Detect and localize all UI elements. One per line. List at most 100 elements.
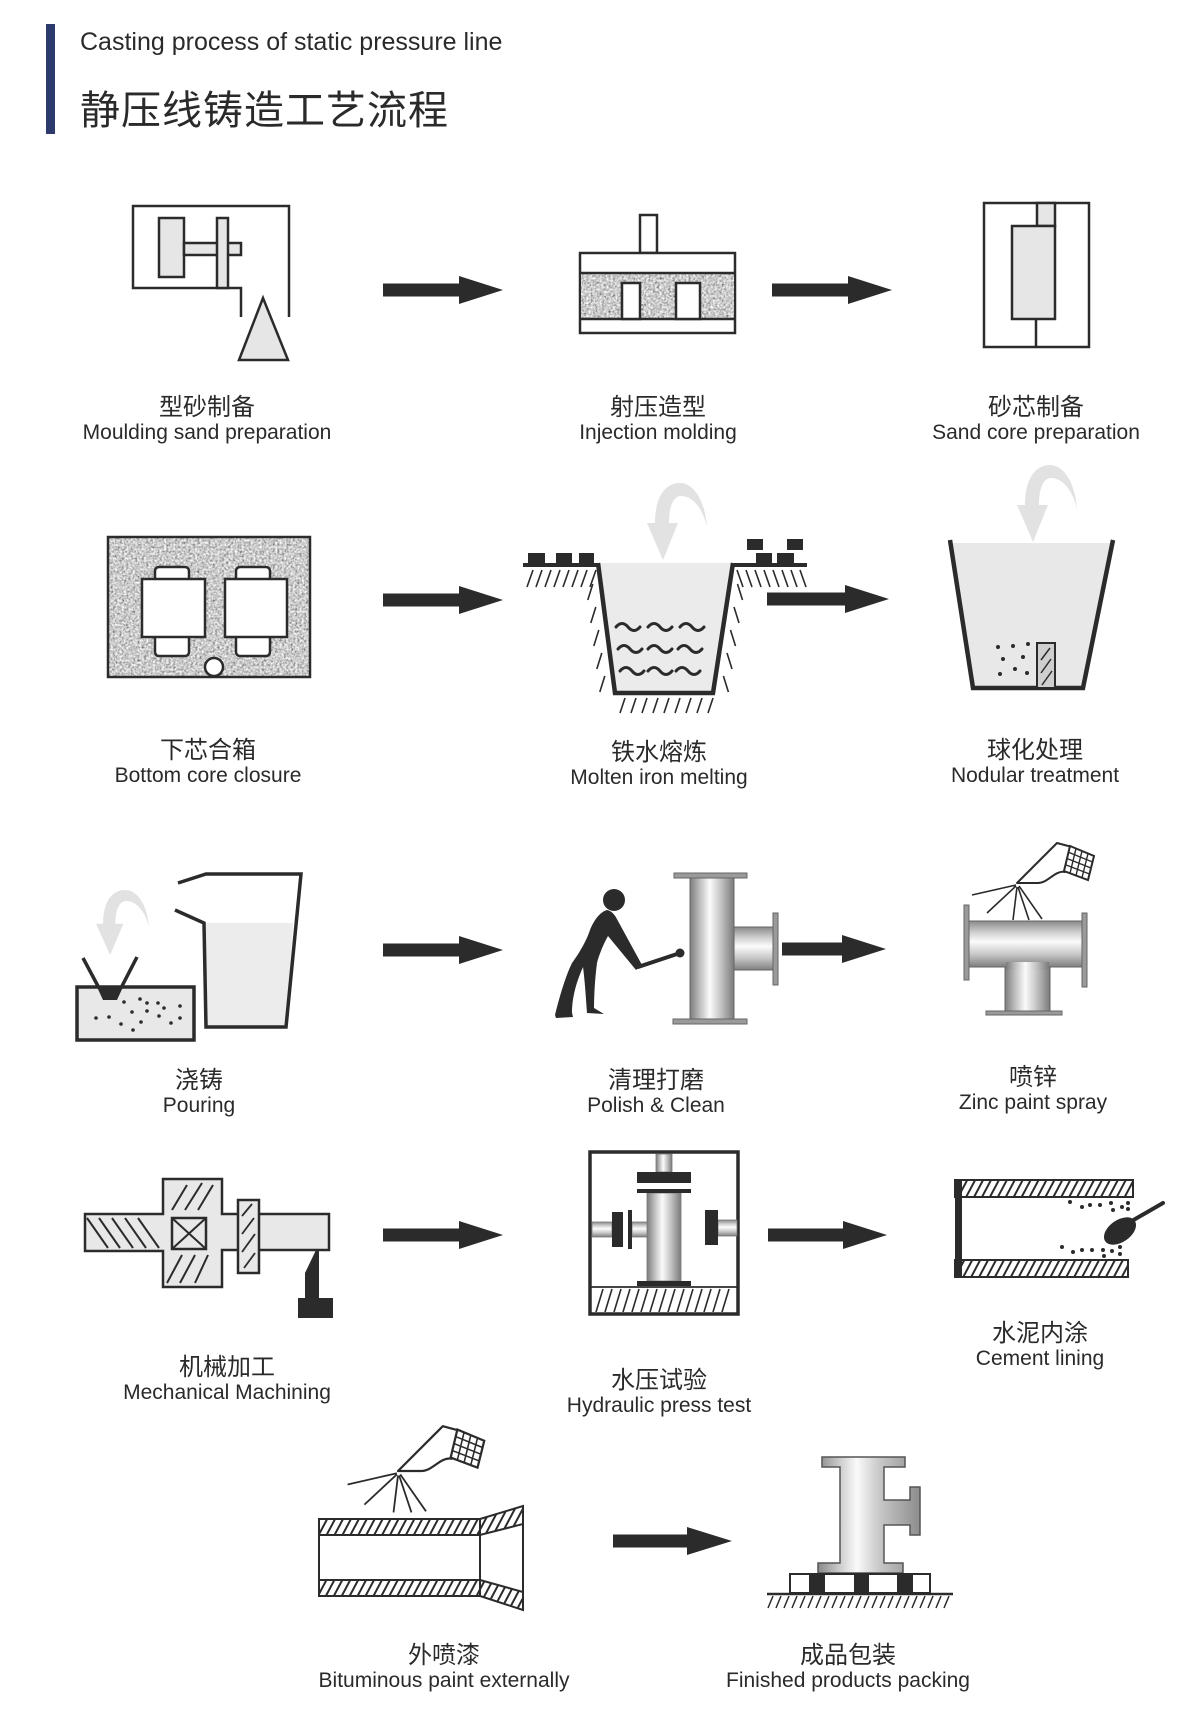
pattern-cavity	[674, 281, 702, 321]
mixer-frame	[131, 204, 291, 317]
step-title-en: Finished products packing	[726, 1669, 970, 1692]
spoon-handle	[1128, 1201, 1165, 1224]
ground-hatching	[767, 1595, 950, 1609]
hatching	[86, 1182, 214, 1284]
ground-hatching	[526, 569, 807, 714]
step-title-zh: 清理打磨	[608, 1066, 704, 1094]
pipe-bore	[318, 1534, 481, 1581]
spray-gun-pipe-icon	[318, 1425, 524, 1612]
mixer-plate	[215, 216, 230, 290]
step-label-cement-lining: 水泥内涂 Cement lining	[976, 1319, 1104, 1371]
worker-grinding-pipe-icon	[555, 872, 779, 1025]
sand-layer	[581, 273, 734, 319]
sand-grains	[94, 997, 182, 1032]
pouring-ladle-icon	[75, 872, 303, 1042]
treatment-ladle-icon	[947, 465, 1116, 691]
step-title-en: Bottom core closure	[114, 764, 302, 787]
mixer-rod	[182, 241, 243, 257]
step-label-nodular-treatment: 球化处理 Nodular treatment	[951, 736, 1119, 788]
pipe-wall-top	[318, 1518, 481, 1536]
pipe-wall-bottom	[954, 1259, 1129, 1278]
step-title-en: Hydraulic press test	[566, 1394, 752, 1417]
packed-fitting-pallet-icon	[767, 1456, 953, 1609]
step-title-en: Injection molding	[579, 421, 737, 444]
molten-iron	[598, 563, 733, 693]
step-title-zh: 水压试验	[611, 1366, 707, 1394]
worker-body	[555, 910, 642, 1018]
step-title-en: Mechanical Machining	[123, 1381, 331, 1404]
step-label-sand-core: 砂芯制备 Sand core preparation	[932, 393, 1140, 445]
sand-mixer-icon	[131, 204, 291, 362]
base-hatching	[595, 1288, 730, 1313]
step-title-en: Pouring	[162, 1094, 236, 1117]
clamp-plates	[612, 1172, 718, 1286]
step-label-moulding-sand: 型砂制备 Moulding sand preparation	[83, 393, 332, 445]
step-label-bituminous-paint: 外喷漆 Bituminous paint externally	[319, 1641, 570, 1693]
page-subtitle-en: Casting process of static pressure line	[80, 28, 503, 56]
curl-arrow-icon	[1017, 465, 1077, 542]
core-cavity	[140, 577, 207, 639]
accent-bar	[46, 24, 55, 134]
right-arrow-icon	[767, 585, 889, 613]
step-title-zh: 铁水熔炼	[610, 738, 707, 766]
ladle-outline	[174, 872, 303, 1029]
pipe-wall-bottom	[318, 1579, 481, 1597]
step-title-en: Molten iron melting	[570, 766, 748, 789]
spray-gun-icon	[971, 842, 1095, 921]
right-arrow-icon	[383, 1221, 503, 1249]
step-title-zh: 射压造型	[610, 393, 706, 421]
page-title-zh: 静压线铸造工艺流程	[80, 88, 449, 134]
cutting-tool	[298, 1250, 333, 1318]
step-title-en: Sand core preparation	[932, 421, 1140, 444]
step-label-core-closure: 下芯合箱 Bottom core closure	[115, 736, 302, 788]
step-label-polish-clean: 清理打磨 Polish & Clean	[587, 1066, 725, 1118]
socket-wall-bottom	[479, 1578, 524, 1612]
step-title-en: Moulding sand preparation	[82, 421, 332, 444]
sand-core	[1010, 224, 1057, 321]
ladle-contents	[950, 543, 1113, 688]
charge-blocks	[528, 539, 803, 564]
molten-iron	[206, 923, 293, 1027]
step-title-zh: 机械加工	[179, 1353, 275, 1381]
molten-waves	[614, 622, 706, 676]
step-label-machining: 机械加工 Mechanical Machining	[123, 1353, 331, 1405]
right-arrow-icon	[383, 586, 503, 614]
core-cavity	[223, 577, 289, 639]
step-title-en: Cement lining	[975, 1347, 1105, 1370]
tee-fitting	[963, 904, 1088, 1016]
finished-fitting	[817, 1456, 921, 1574]
worker-head	[603, 889, 625, 911]
step-label-hydraulic-test: 水压试验 Hydraulic press test	[567, 1366, 751, 1418]
right-arrow-icon	[383, 276, 503, 304]
tee-fitting	[672, 872, 779, 1025]
grinding-tool	[636, 951, 682, 969]
step-label-pouring: 浇铸 Pouring	[163, 1066, 235, 1118]
mold-box-cores-icon	[106, 535, 312, 679]
pipe-wall-top	[954, 1179, 1134, 1198]
step-title-zh: 外喷漆	[408, 1641, 480, 1669]
step-title-zh: 水泥内涂	[992, 1319, 1088, 1347]
spray-gun-tee-icon	[963, 842, 1095, 1016]
curl-arrow-icon	[96, 890, 149, 955]
step-label-zinc-spray: 喷锌 Zinc paint spray	[959, 1063, 1107, 1115]
step-title-en: Bituminous paint externally	[318, 1669, 570, 1692]
curl-arrow-icon	[647, 483, 707, 560]
mixer-piston	[157, 216, 186, 279]
step-title-zh: 喷锌	[1008, 1063, 1057, 1091]
step-title-en: Polish & Clean	[587, 1094, 725, 1117]
right-arrow-icon	[613, 1527, 732, 1555]
step-title-en: Nodular treatment	[950, 764, 1120, 787]
sand-mold	[75, 985, 196, 1042]
socket-wall-top	[479, 1504, 524, 1537]
lathe-machining-icon	[83, 1177, 333, 1318]
pipe-end	[955, 1180, 962, 1277]
melting-furnace-icon	[523, 483, 807, 714]
step-title-zh: 成品包装	[799, 1641, 896, 1669]
step-title-zh: 型砂制备	[158, 393, 255, 421]
spray-gun-icon	[346, 1425, 486, 1514]
step-title-en: Zinc paint spray	[958, 1091, 1108, 1114]
pouring-funnel	[81, 956, 139, 989]
step-title-zh: 下芯合箱	[160, 736, 256, 764]
